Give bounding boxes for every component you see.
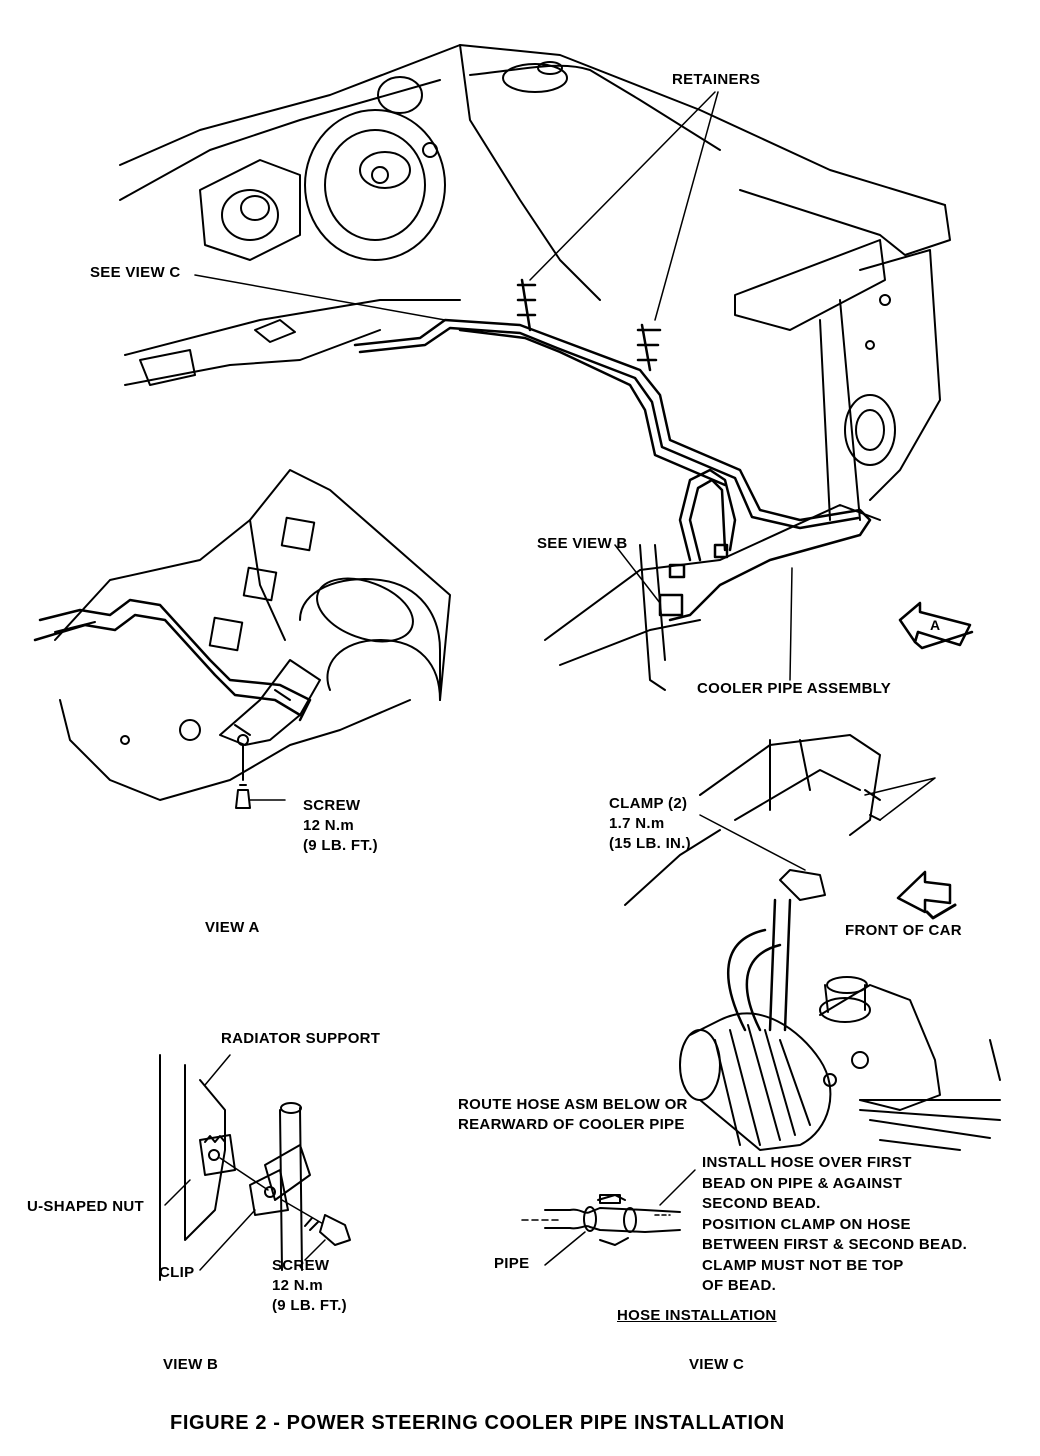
install-note-label: INSTALL HOSE OVER FIRST BEAD ON PIPE & A… <box>702 1154 968 1294</box>
clamp-label: CLAMP (2) 1.7 N.m (15 LB. IN.) <box>609 795 691 852</box>
view-b-screw-label: SCREW 12 N.m (9 LB. FT.) <box>272 1257 347 1314</box>
see-view-b-label: SEE VIEW B <box>537 535 628 552</box>
hose-installation-label: HOSE INSTALLATION <box>617 1307 777 1324</box>
cooler-pipe-assembly-label: COOLER PIPE ASSEMBLY <box>697 680 892 697</box>
view-b-title: VIEW B <box>163 1356 219 1373</box>
front-of-car-label: FRONT OF CAR <box>845 922 962 939</box>
clip-label: CLIP <box>159 1264 195 1281</box>
pipe-label: PIPE <box>494 1255 530 1272</box>
see-view-c-label: SEE VIEW C <box>90 264 181 281</box>
cooler-pipe-assembly-drawing <box>355 280 870 620</box>
route-hose-label: ROUTE HOSE ASM BELOW OR REARWARD OF COOL… <box>458 1096 688 1133</box>
arrow-a-label: A <box>930 617 941 633</box>
view-b-drawing <box>160 1055 350 1280</box>
figure-caption: FIGURE 2 - POWER STEERING COOLER PIPE IN… <box>170 1412 785 1434</box>
retainers-label: RETAINERS <box>672 71 761 88</box>
view-c-title: VIEW C <box>689 1356 745 1373</box>
view-a-drawing <box>35 470 450 808</box>
u-shaped-nut-label: U-SHAPED NUT <box>27 1198 144 1215</box>
view-c-drawing <box>522 735 1000 1265</box>
direction-arrow-a <box>900 603 972 648</box>
main-leader-lines <box>195 92 792 680</box>
view-a-screw-label: SCREW 12 N.m (9 LB. FT.) <box>303 797 378 854</box>
radiator-support-label: RADIATOR SUPPORT <box>221 1030 381 1047</box>
view-a-title: VIEW A <box>205 919 260 936</box>
